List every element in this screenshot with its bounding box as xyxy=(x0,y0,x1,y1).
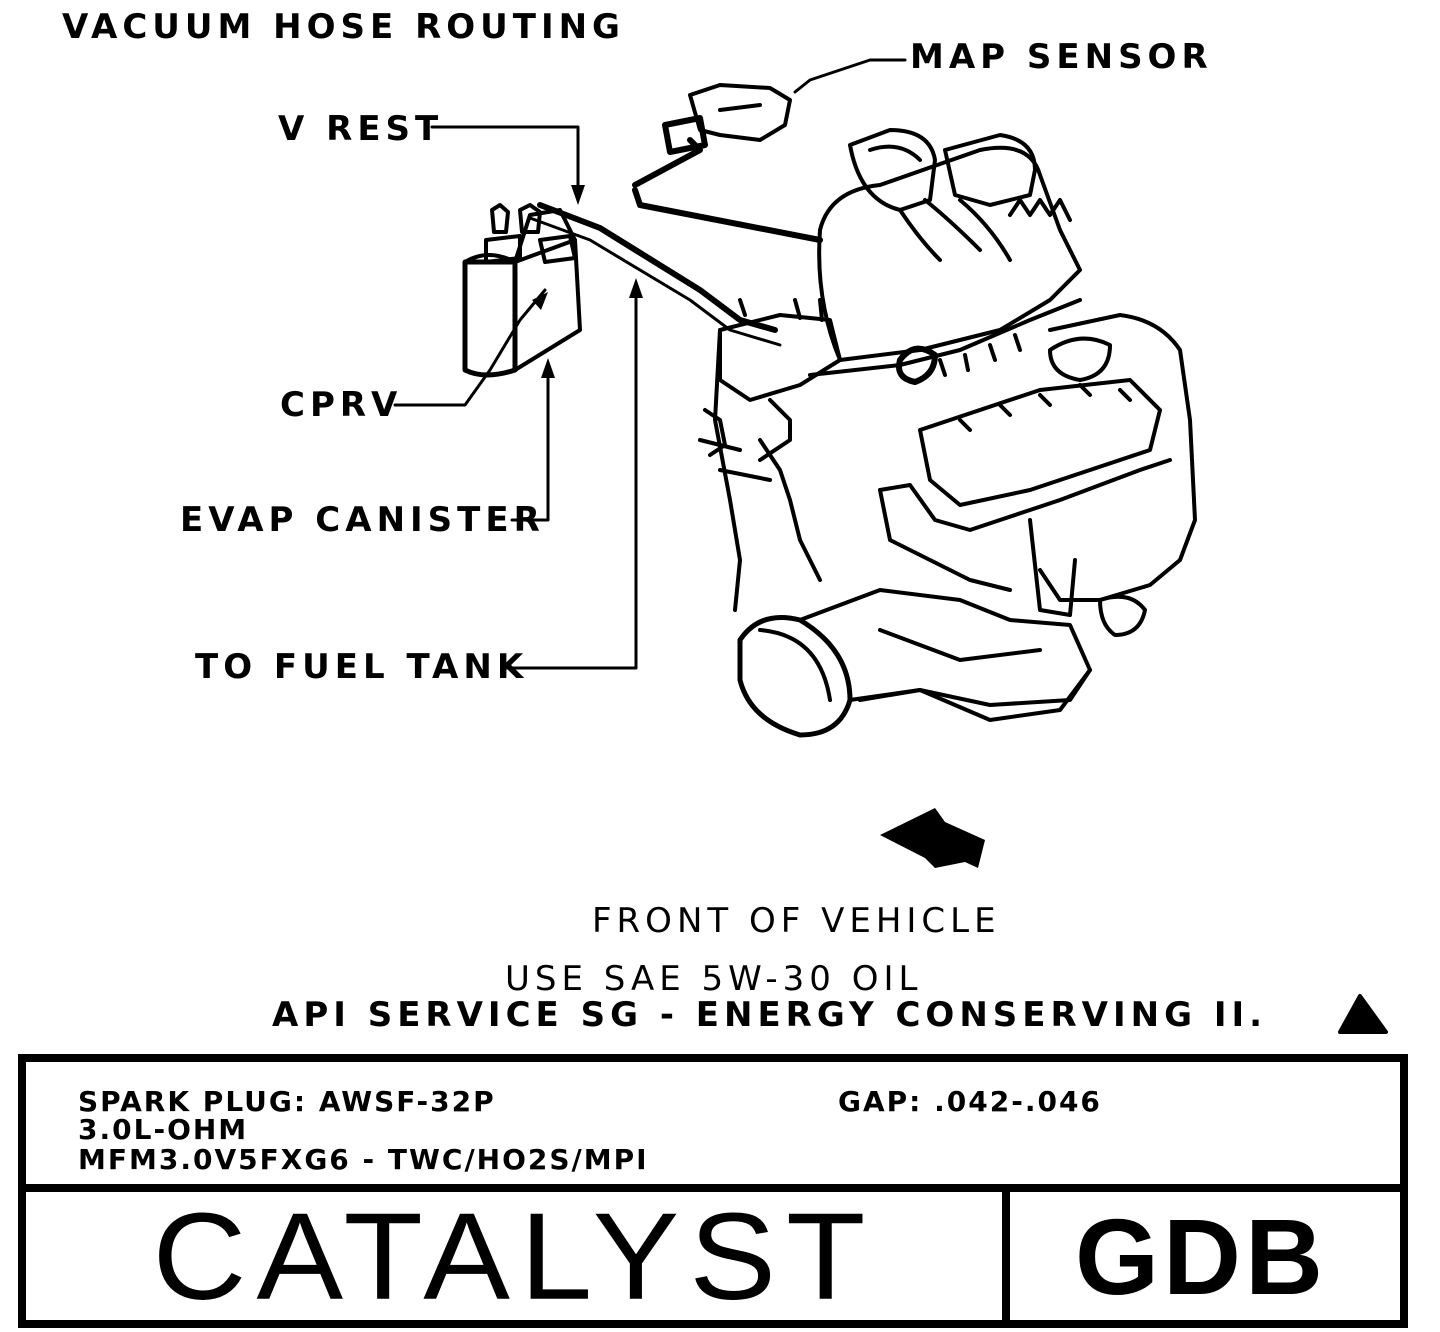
hose-routing-diagram xyxy=(393,58,1388,1034)
leader-evap xyxy=(510,368,550,522)
label-map-sensor: MAP SENSOR xyxy=(910,37,1213,77)
label-cprv: CPRV xyxy=(280,385,403,425)
engine-drawing xyxy=(698,128,1197,738)
diagram-title: VACUUM HOSE ROUTING xyxy=(62,7,625,47)
catalyst-cell: CATALYST xyxy=(26,1192,1010,1320)
leader-v-rest xyxy=(430,125,580,192)
engine-family: MFM3.0V5FXG6 - TWC/HO2S/MPI xyxy=(78,1143,649,1176)
label-evap-canister: EVAP CANISTER xyxy=(180,500,545,540)
spark-plug-spec: SPARK PLUG: AWSF-32P xyxy=(78,1085,496,1118)
oil-spec-line-2: API SERVICE SG - ENERGY CONSERVING II. xyxy=(272,995,1268,1035)
gap-spec: GAP: .042-.046 xyxy=(838,1085,1102,1118)
catalyst-label: CATALYST xyxy=(152,1186,876,1326)
map-sensor-drawing xyxy=(662,83,792,155)
catalyst-code: GDB xyxy=(1075,1195,1327,1317)
spec-details: SPARK PLUG: AWSF-32P GAP: .042-.046 3.0L… xyxy=(26,1062,1400,1192)
engine-displacement: 3.0L-OHM xyxy=(78,1113,249,1146)
warning-triangle-icon xyxy=(1338,994,1388,1034)
vacuum-hose-2 xyxy=(528,216,782,347)
front-direction-arrow-icon xyxy=(880,808,985,868)
leader-cprv xyxy=(393,288,547,407)
code-cell: GDB xyxy=(1002,1192,1400,1320)
label-front-of-vehicle: FRONT OF VEHICLE xyxy=(592,901,1001,941)
oil-spec-line-1: USE SAE 5W-30 OIL xyxy=(505,959,923,999)
label-v-rest: V REST xyxy=(278,109,444,149)
leader-map-sensor xyxy=(793,58,907,94)
emission-spec-label: SPARK PLUG: AWSF-32P GAP: .042-.046 3.0L… xyxy=(18,1054,1408,1328)
map-sensor-hose xyxy=(632,137,703,188)
label-to-fuel-tank: TO FUEL TANK xyxy=(195,647,529,687)
leader-fuel xyxy=(503,288,638,670)
